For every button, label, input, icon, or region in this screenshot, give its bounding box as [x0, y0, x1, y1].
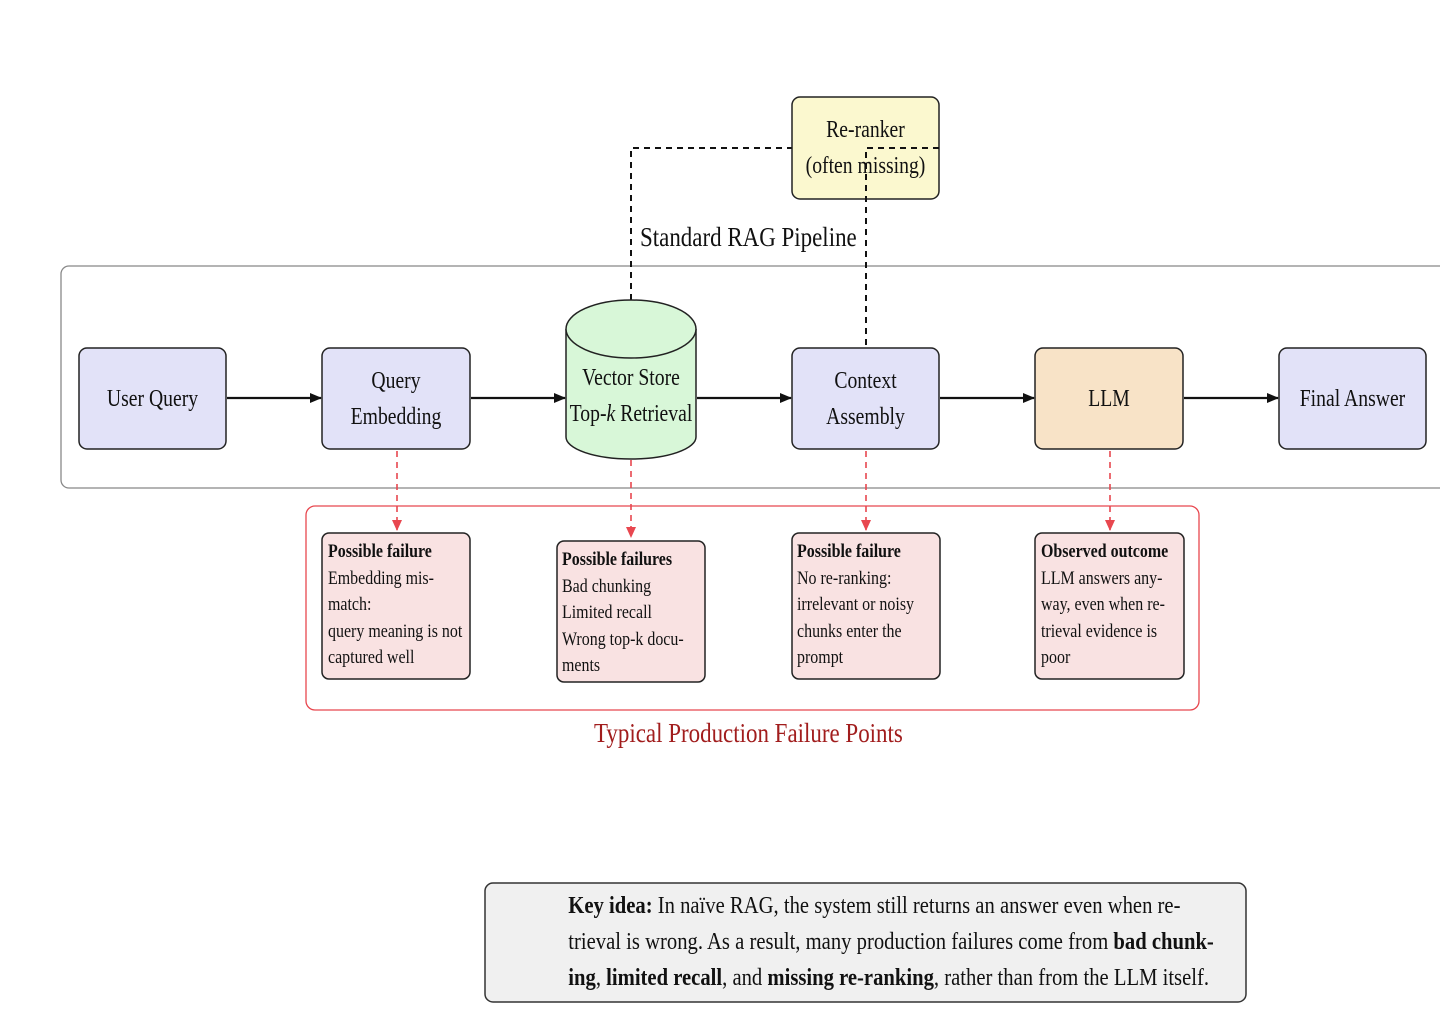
failure-text-llm: Observed outcome LLM answers any- way, e… [1041, 541, 1169, 668]
user-query-node [78, 347, 227, 450]
llm-label: LLM [1088, 385, 1130, 412]
vector-store-label: Vector Store Top-k Retrieval [569, 365, 693, 427]
pipeline-container [60, 265, 1440, 489]
failure-box-retrieval [556, 540, 706, 683]
final-answer-label: Final Answer [1299, 385, 1406, 412]
failure-points-title: Typical Production Failure Points [594, 718, 903, 748]
failure-box-llm [1034, 532, 1185, 680]
failure-text-retrieval: Possible failures Bad chunking Limited r… [562, 549, 684, 676]
pipeline-title: Standard RAG Pipeline [640, 222, 857, 252]
failure-text-context: Possible failure No re-ranking: irreleva… [797, 541, 915, 668]
failure-text-embedding: Possible failure Embedding mis- match: q… [328, 541, 463, 668]
query-embedding-node [321, 347, 471, 450]
key-idea-text: Key idea: In naïve RAG, the system still… [568, 893, 1214, 991]
user-query-label: User Query [106, 385, 199, 412]
reranker-link-context [865, 147, 939, 348]
llm-node [1034, 347, 1184, 450]
final-answer-node [1278, 347, 1427, 450]
failure-title: Possible failure [328, 541, 432, 562]
context-assembly-node [791, 347, 940, 450]
reranker-label: Re-ranker(often missing) [805, 117, 926, 179]
failure-box-embedding [321, 532, 471, 680]
vector-store-node [565, 299, 697, 460]
failure-title: Observed outcome [1041, 541, 1169, 562]
failure-title: Possible failure [797, 541, 901, 562]
key-idea-label: Key idea: [568, 893, 653, 919]
key-idea-box [484, 882, 1247, 1003]
failure-box-context [791, 532, 941, 680]
failure-title: Possible failures [562, 549, 673, 570]
failure-points-container [305, 505, 1200, 711]
